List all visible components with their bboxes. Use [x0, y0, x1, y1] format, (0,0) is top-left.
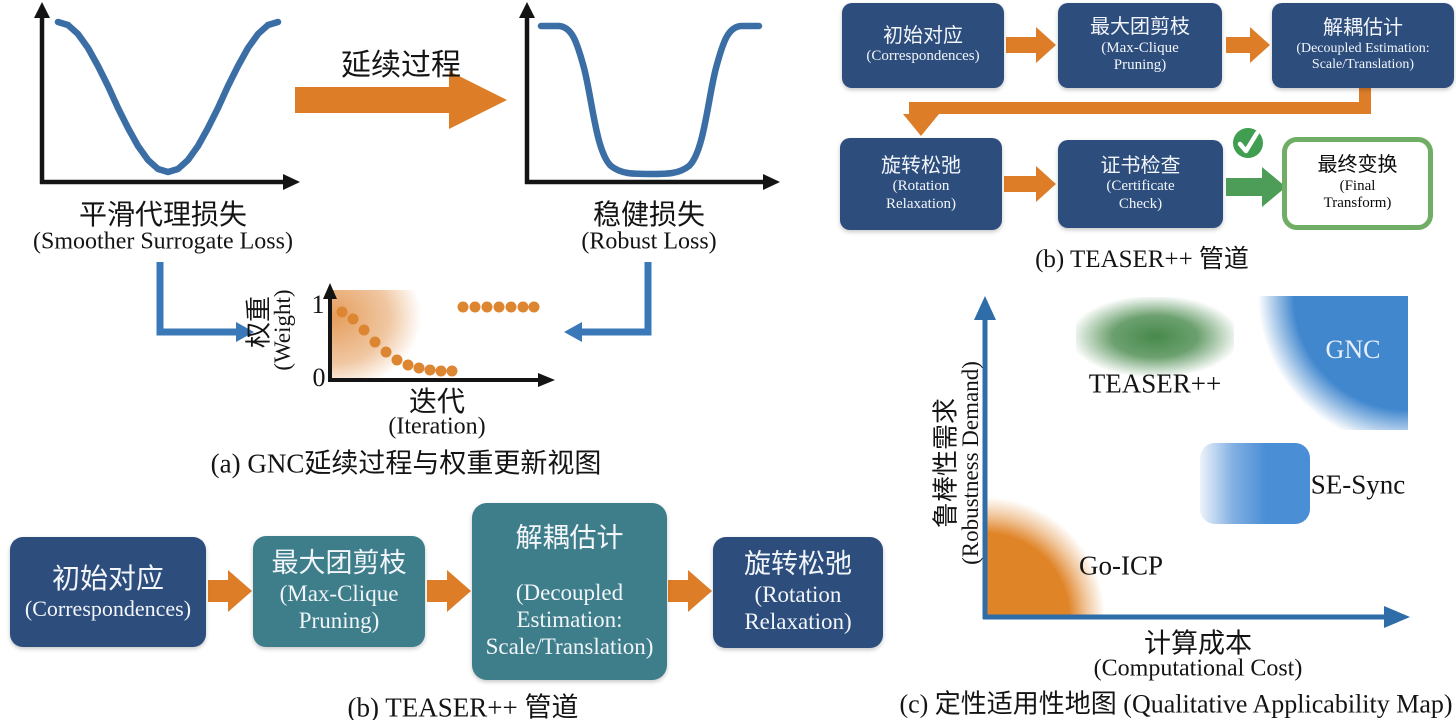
weight-tick-0: 0: [312, 363, 326, 392]
box-label-en: Pruning): [298, 608, 380, 634]
box-label-en: (Rotation: [892, 178, 950, 195]
weight-axis-label-en: (Weight): [270, 289, 295, 371]
surrogate-loss-curve: [54, 18, 282, 176]
elbow-connector: [903, 88, 1371, 136]
box-rotation-bottom: 旋转松弛 (Rotation Relaxation): [713, 537, 883, 648]
cost-axis-label-en: (Computational Cost): [1093, 655, 1303, 682]
sesync-region-blob: [1200, 443, 1310, 524]
box-label-zh: 旋转松弛: [744, 549, 852, 580]
box-label-en: (Correspondences): [866, 48, 980, 65]
box-label-zh: 解耦估计: [1323, 17, 1403, 40]
robustness-axis-label-en: (Robustness Demand): [958, 361, 983, 565]
continuation-arrow: [295, 71, 507, 129]
box-label-en: (Max-Clique: [279, 581, 399, 607]
arrow-correspondences-to-maxclique: [1006, 27, 1056, 63]
box-final-transform: 最终变换 (Final Transform): [1282, 137, 1433, 230]
robust-loss-label-zh: 稳健损失: [592, 200, 706, 231]
arrow-b-maxclique-to-decoupled: [427, 570, 471, 612]
check-icon: [1233, 128, 1263, 158]
panel-a-caption: (a) GNC延续过程与权重更新视图: [210, 448, 602, 479]
robust-loss-curve: [537, 22, 763, 178]
box-correspondences-top: 初始对应 (Correspondences): [842, 3, 1004, 88]
applicability-map-axes: [974, 296, 1410, 628]
continuation-arrow-label: 延续过程: [341, 49, 461, 82]
box-decoupled-top: 解耦估计 (Decoupled Estimation: Scale/Transl…: [1272, 3, 1454, 88]
weight-plot-axes: [323, 283, 555, 387]
box-label-en: Pruning): [1113, 57, 1167, 74]
box-certificate-top: 证书检查 (Certificate Check): [1058, 140, 1223, 228]
surrogate-plot-axes: [34, 2, 300, 190]
surrogate-loss-label-zh: 平滑代理损失: [78, 200, 248, 231]
arrow-certificate-to-final: [1226, 167, 1286, 207]
box-rotation-top: 旋转松弛 (Rotation Relaxation): [840, 138, 1002, 230]
robust-loss-label-en: (Robust Loss): [581, 228, 717, 255]
box-label-en: (Decoupled Estimation:: [1296, 40, 1430, 56]
box-label-en: Estimation:: [516, 606, 623, 632]
gnc-region-blob: [1256, 296, 1408, 430]
goicp-region-label: Go-ICP: [1078, 550, 1164, 581]
teaser-region-label: TEASER++: [1088, 368, 1222, 399]
box-label-en: (Decoupled: [515, 579, 624, 605]
box-label-zh: 旋转松弛: [881, 154, 961, 177]
box-label-en: Scale/Translation): [1311, 57, 1415, 73]
box-label-en: Transform): [1323, 195, 1392, 212]
box-label-en: (Final: [1339, 177, 1376, 194]
box-label-zh: 初始对应: [883, 24, 963, 47]
box-maxclique-top: 最大团剪枝 (Max-Clique Pruning): [1058, 3, 1222, 88]
weight-converged-dots: [457, 301, 540, 313]
arrow-b-decoupled-to-rotation: [668, 570, 712, 612]
sesync-region-label: SE-Sync: [1310, 469, 1406, 500]
box-label-zh: 初始对应: [51, 563, 164, 595]
panel-b-bottom-caption: (b) TEASER++ 管道: [347, 692, 579, 720]
cost-axis-label-zh: 计算成本: [1144, 628, 1252, 659]
left-elbow-arrow: [156, 262, 254, 342]
iteration-axis-label-zh: 迭代: [408, 387, 466, 418]
box-label-zh: 最大团剪枝: [1090, 16, 1190, 39]
weight-tick-1: 1: [311, 290, 325, 319]
panel-c-caption: (c) 定性适用性地图 (Qualitative Applicability M…: [899, 689, 1453, 719]
arrow-b-correspondences-to-maxclique: [208, 570, 252, 612]
robustness-axis-label-zh: 鲁棒性需求: [931, 397, 961, 529]
panel-b-top-caption: (b) TEASER++ 管道: [1035, 246, 1249, 273]
box-label-zh: 最终变换: [1317, 154, 1398, 177]
box-label-en: Check): [1118, 195, 1163, 212]
box-label-zh: 最大团剪枝: [271, 548, 407, 579]
box-label-zh: 解耦估计: [515, 522, 624, 553]
weight-decay-dots: [336, 306, 458, 377]
gnc-region-label: GNC: [1325, 335, 1381, 364]
box-label-en: Relaxation): [744, 609, 852, 635]
weight-decay-gradient-blob: [332, 290, 450, 379]
arrow-rotation-to-certificate: [1004, 166, 1056, 202]
box-label-en: (Correspondences): [24, 595, 192, 621]
robust-plot-axes: [519, 2, 780, 190]
box-label-zh: 证书检查: [1100, 154, 1181, 177]
teaser-region-blob: [1076, 297, 1234, 387]
box-maxclique-bottom: 最大团剪枝 (Max-Clique Pruning): [253, 536, 425, 647]
right-elbow-arrow: [564, 262, 652, 342]
surrogate-loss-label-en: (Smoother Surrogate Loss): [33, 228, 293, 255]
box-correspondences-bottom: 初始对应 (Correspondences): [10, 537, 206, 647]
box-label-en: (Max-Clique: [1101, 39, 1179, 56]
box-label-en: (Certificate: [1106, 178, 1175, 195]
box-label-en: Relaxation): [886, 195, 956, 212]
arrow-maxclique-to-decoupled: [1226, 27, 1270, 63]
iteration-axis-label-en: (Iteration): [388, 413, 486, 440]
box-decoupled-bottom: 解耦估计 (Decoupled Estimation: Scale/Transl…: [472, 503, 667, 680]
goicp-region-blob: [985, 497, 1110, 617]
box-label-en: (Rotation: [754, 582, 842, 608]
box-label-en: Scale/Translation): [485, 633, 654, 659]
